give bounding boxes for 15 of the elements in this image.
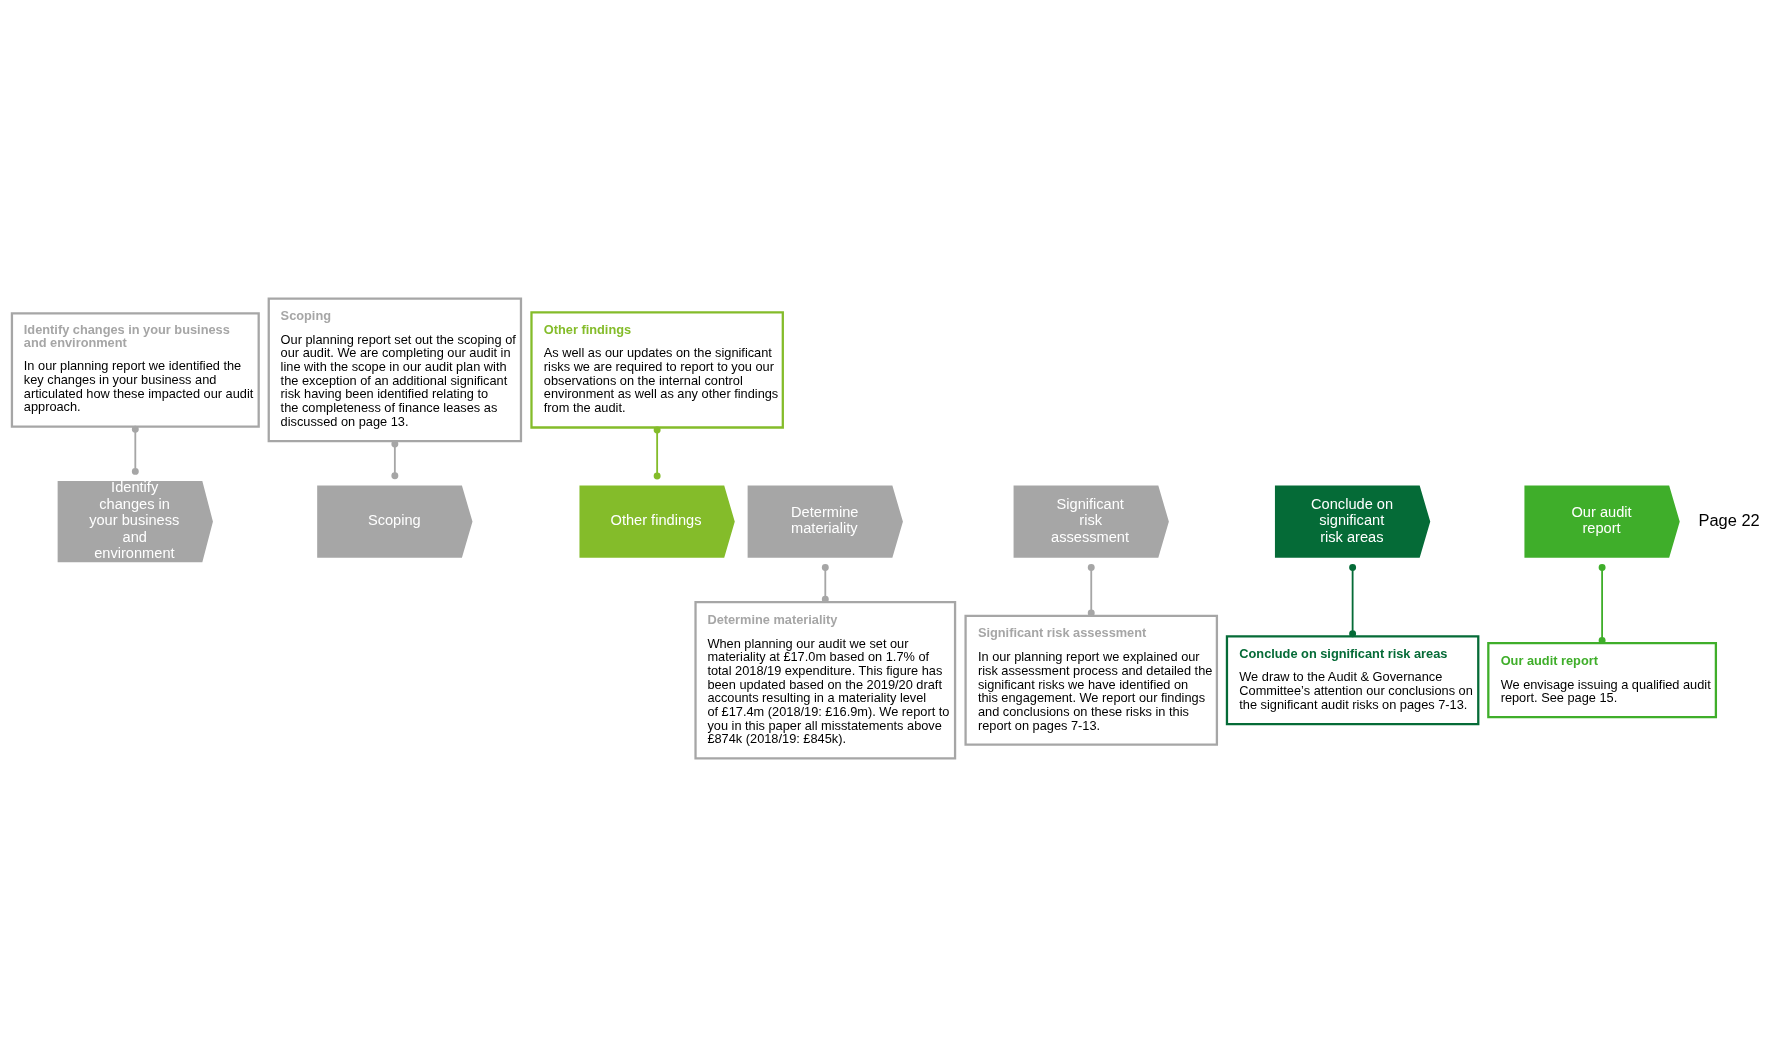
connector — [1087, 564, 1095, 617]
connector — [1349, 564, 1357, 638]
node-box: Other findings As well as our updates on the significant risks we are required to report to you our observations on the internal control environment as well as any other findings from the audit. — [530, 311, 784, 429]
node-box: Identify changes in your business and environment In our planning report we identified the key changes in your business and articulated how these impacted our audit approach. — [10, 312, 260, 428]
connector — [1598, 564, 1606, 644]
connector — [391, 440, 399, 480]
connector — [653, 426, 661, 480]
node-box: Conclude on significant risk areas We draw to the Audit & Governance Committee’s attention our conclusions on the significant audit risks on pages 7-13. — [1225, 635, 1480, 726]
node-box: Determine materiality When planning our audit we set our materiality at £17.0m based on 1.7% of total 2018/19 expenditure. This figure has been updated based on the 2019/20 draft accounts resulting in a materiality level of £17.4m (2018/19: £16.9m). We report to you in this paper all misstatements above £874k (2018/19: £845k). — [694, 600, 957, 760]
label: Page 22 — [1698, 510, 1760, 529]
connector — [131, 425, 139, 475]
node-box: Our audit report We envisage issuing a qualified audit report. See page 15. — [1487, 642, 1718, 719]
connector — [821, 564, 829, 603]
node-box: Significant risk assessment In our planning report we explained our risk assessment process and detailed the significant risks we have identified on this engagement. We report our findings and conclusions on these risks in this report on pages 7-13. — [964, 614, 1219, 746]
node-box: Scoping Our planning report set out the scoping of our audit. We are completing our audit in line with the scope in our audit plan with the exception of an additional significant risk having been identified relating to the completeness of finance leases as discussed on page 13. — [267, 297, 523, 443]
